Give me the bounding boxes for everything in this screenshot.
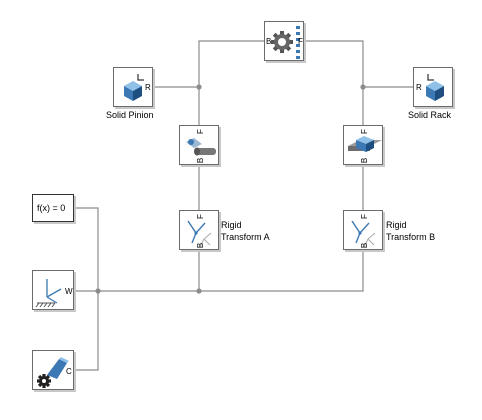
connection-line bbox=[198, 40, 264, 140]
port-label-f: F bbox=[359, 214, 369, 219]
port-label-f: F bbox=[298, 37, 303, 46]
connection-line bbox=[74, 207, 99, 371]
frame-axes-icon bbox=[187, 220, 212, 248]
rigid-transform-b-block[interactable]: F B bbox=[343, 210, 383, 250]
revolute-joint-block[interactable]: F B bbox=[179, 125, 219, 165]
junction-dot bbox=[196, 84, 202, 90]
rigid-transform-b-label-line2: Transform B bbox=[386, 232, 436, 242]
world-frame-block[interactable]: W bbox=[32, 270, 74, 310]
solid-cube-icon bbox=[124, 74, 144, 101]
port-label-r: R bbox=[145, 83, 151, 92]
port-label-b: B bbox=[360, 157, 370, 164]
solid-rack-label: Solid Rack bbox=[408, 110, 452, 120]
solver-config-text: f(x) = 0 bbox=[37, 203, 66, 213]
port-label-b: B bbox=[196, 157, 206, 164]
frame-axes-icon bbox=[351, 220, 376, 248]
mechanism-config-icon bbox=[37, 357, 69, 388]
rigid-transform-b-label-line1: Rigid bbox=[386, 220, 407, 230]
junction-dot bbox=[360, 84, 366, 90]
rigid-transform-a-label-line1: Rigid bbox=[221, 220, 242, 230]
port-label-f: F bbox=[195, 214, 205, 219]
prismatic-joint-icon bbox=[348, 136, 382, 152]
port-label-b: B bbox=[266, 37, 272, 46]
connection-line bbox=[74, 252, 364, 292]
port-label-c: C bbox=[66, 367, 72, 376]
solid-cube-icon bbox=[426, 74, 444, 101]
revolute-joint-icon bbox=[186, 138, 216, 156]
junction-dot bbox=[95, 288, 101, 294]
world-frame-icon bbox=[35, 279, 62, 308]
port-label-f: F bbox=[195, 129, 205, 134]
mechanism-config-block[interactable]: C bbox=[32, 350, 74, 390]
rigid-transform-a-block[interactable]: F B bbox=[179, 210, 219, 250]
solid-pinion-label: Solid Pinion bbox=[106, 110, 154, 120]
rigid-transform-a-label-line2: Transform A bbox=[221, 232, 270, 242]
junction-dot bbox=[196, 288, 202, 294]
solid-pinion-block[interactable]: R bbox=[113, 67, 153, 107]
port-label-b: B bbox=[196, 242, 206, 249]
gear-icon bbox=[271, 26, 300, 59]
port-label-f: F bbox=[359, 129, 369, 134]
port-label-r: R bbox=[416, 83, 422, 92]
solid-rack-block[interactable]: R bbox=[413, 67, 453, 107]
port-label-b: B bbox=[360, 242, 370, 249]
connection-line bbox=[297, 40, 364, 140]
gear-constraint-block[interactable]: B F bbox=[264, 21, 304, 61]
port-label-w: W bbox=[65, 287, 73, 296]
prismatic-joint-block[interactable]: F B bbox=[343, 125, 383, 165]
solver-config-block[interactable]: f(x) = 0 bbox=[32, 194, 74, 222]
